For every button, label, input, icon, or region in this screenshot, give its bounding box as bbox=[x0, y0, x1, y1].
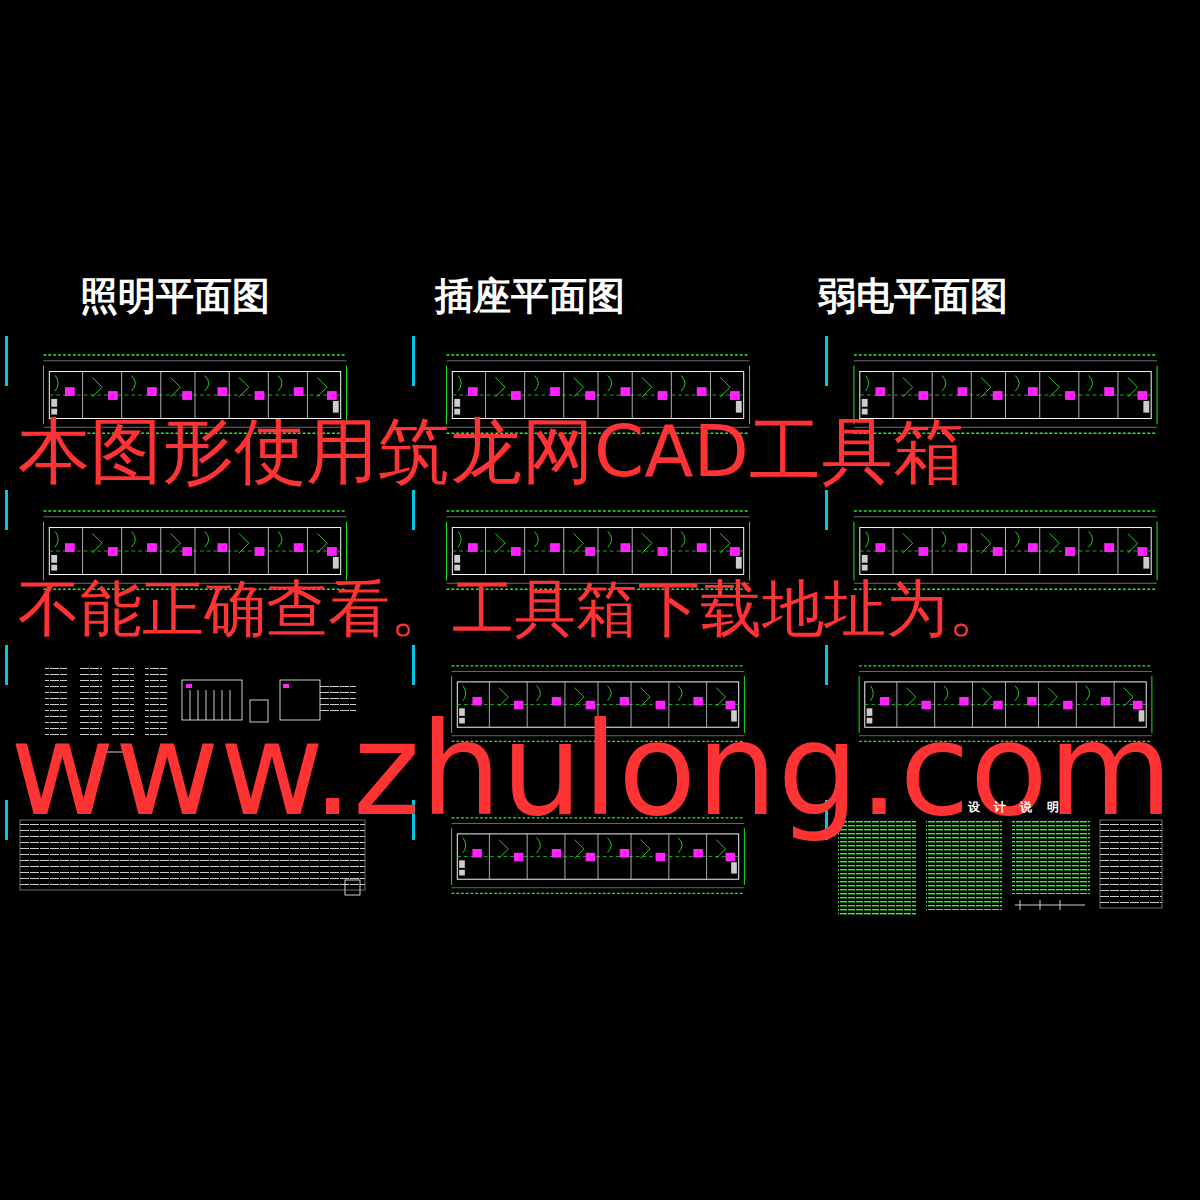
watermark-url: www.zhulong.com bbox=[10, 700, 1173, 841]
sheet-title: 照明平面图 bbox=[80, 276, 270, 318]
sheet-title: 弱电平面图 bbox=[818, 276, 1008, 318]
watermark-text: 本图形使用筑龙网CAD工具箱 bbox=[18, 412, 965, 491]
sheet-title: 插座平面图 bbox=[435, 276, 625, 318]
watermark-text: 不能正确查看。工具箱下载地址为。 bbox=[18, 575, 1010, 643]
notes-heading: 设 计 说 明 bbox=[968, 801, 1059, 814]
